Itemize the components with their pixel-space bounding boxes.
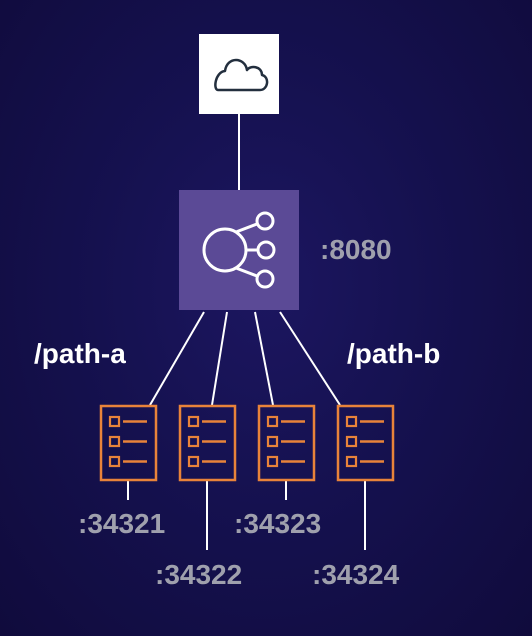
lb-to-target-1-line [149, 311, 205, 406]
target-3-server-icon [257, 404, 316, 482]
target-1-port-label: :34321 [78, 508, 166, 539]
load-balancer-port-label: :8080 [320, 234, 392, 265]
load-balancer-box [179, 190, 299, 310]
target-4-server-icon [336, 404, 395, 482]
route-label-path-a: /path-a [34, 338, 126, 369]
route-label-path-b: /path-b [347, 338, 441, 369]
targets [99, 404, 395, 482]
target-1-server-icon [99, 404, 158, 482]
internet-box [199, 34, 279, 114]
target-2-port-label: :34322 [155, 559, 243, 590]
internet-node [199, 34, 279, 114]
lb-to-target-4-line [279, 311, 341, 406]
cloud-icon [214, 58, 269, 92]
target-4-port-label: :34324 [312, 559, 400, 590]
load-balancer-node [179, 190, 299, 310]
lb-to-target-3-line [254, 311, 274, 406]
lb-to-target-2-line [211, 311, 228, 406]
target-2-server-icon [178, 404, 237, 482]
target-3-port-label: :34323 [234, 508, 322, 539]
connectors [127, 114, 366, 550]
load-balancer-icon [202, 211, 276, 289]
